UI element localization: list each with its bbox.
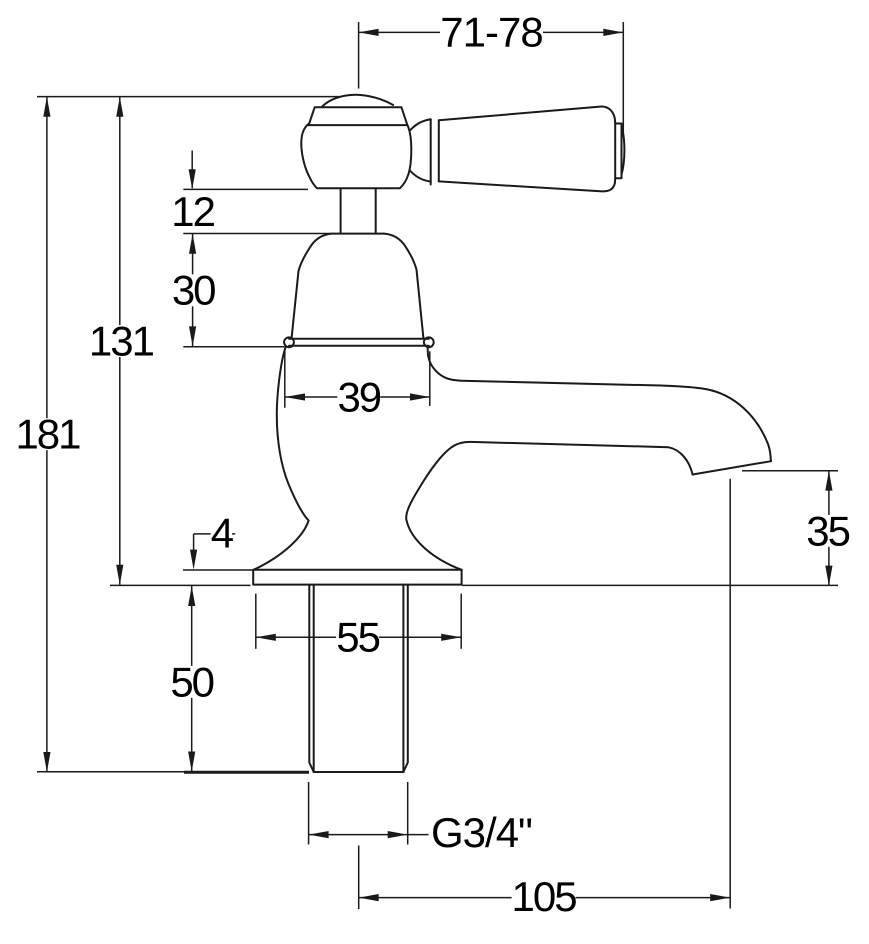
- svg-text:50: 50: [170, 658, 213, 705]
- svg-text:71-78: 71-78: [440, 8, 542, 55]
- svg-text:131: 131: [89, 317, 154, 364]
- svg-text:12: 12: [171, 188, 214, 235]
- svg-text:30: 30: [172, 267, 215, 314]
- svg-text:35: 35: [806, 507, 849, 554]
- svg-text:105: 105: [512, 873, 577, 920]
- svg-text:55: 55: [336, 613, 379, 660]
- svg-text:G3/4": G3/4": [431, 809, 532, 856]
- svg-text:4: 4: [211, 509, 234, 556]
- svg-text:181: 181: [15, 411, 80, 458]
- svg-text:39: 39: [337, 374, 380, 421]
